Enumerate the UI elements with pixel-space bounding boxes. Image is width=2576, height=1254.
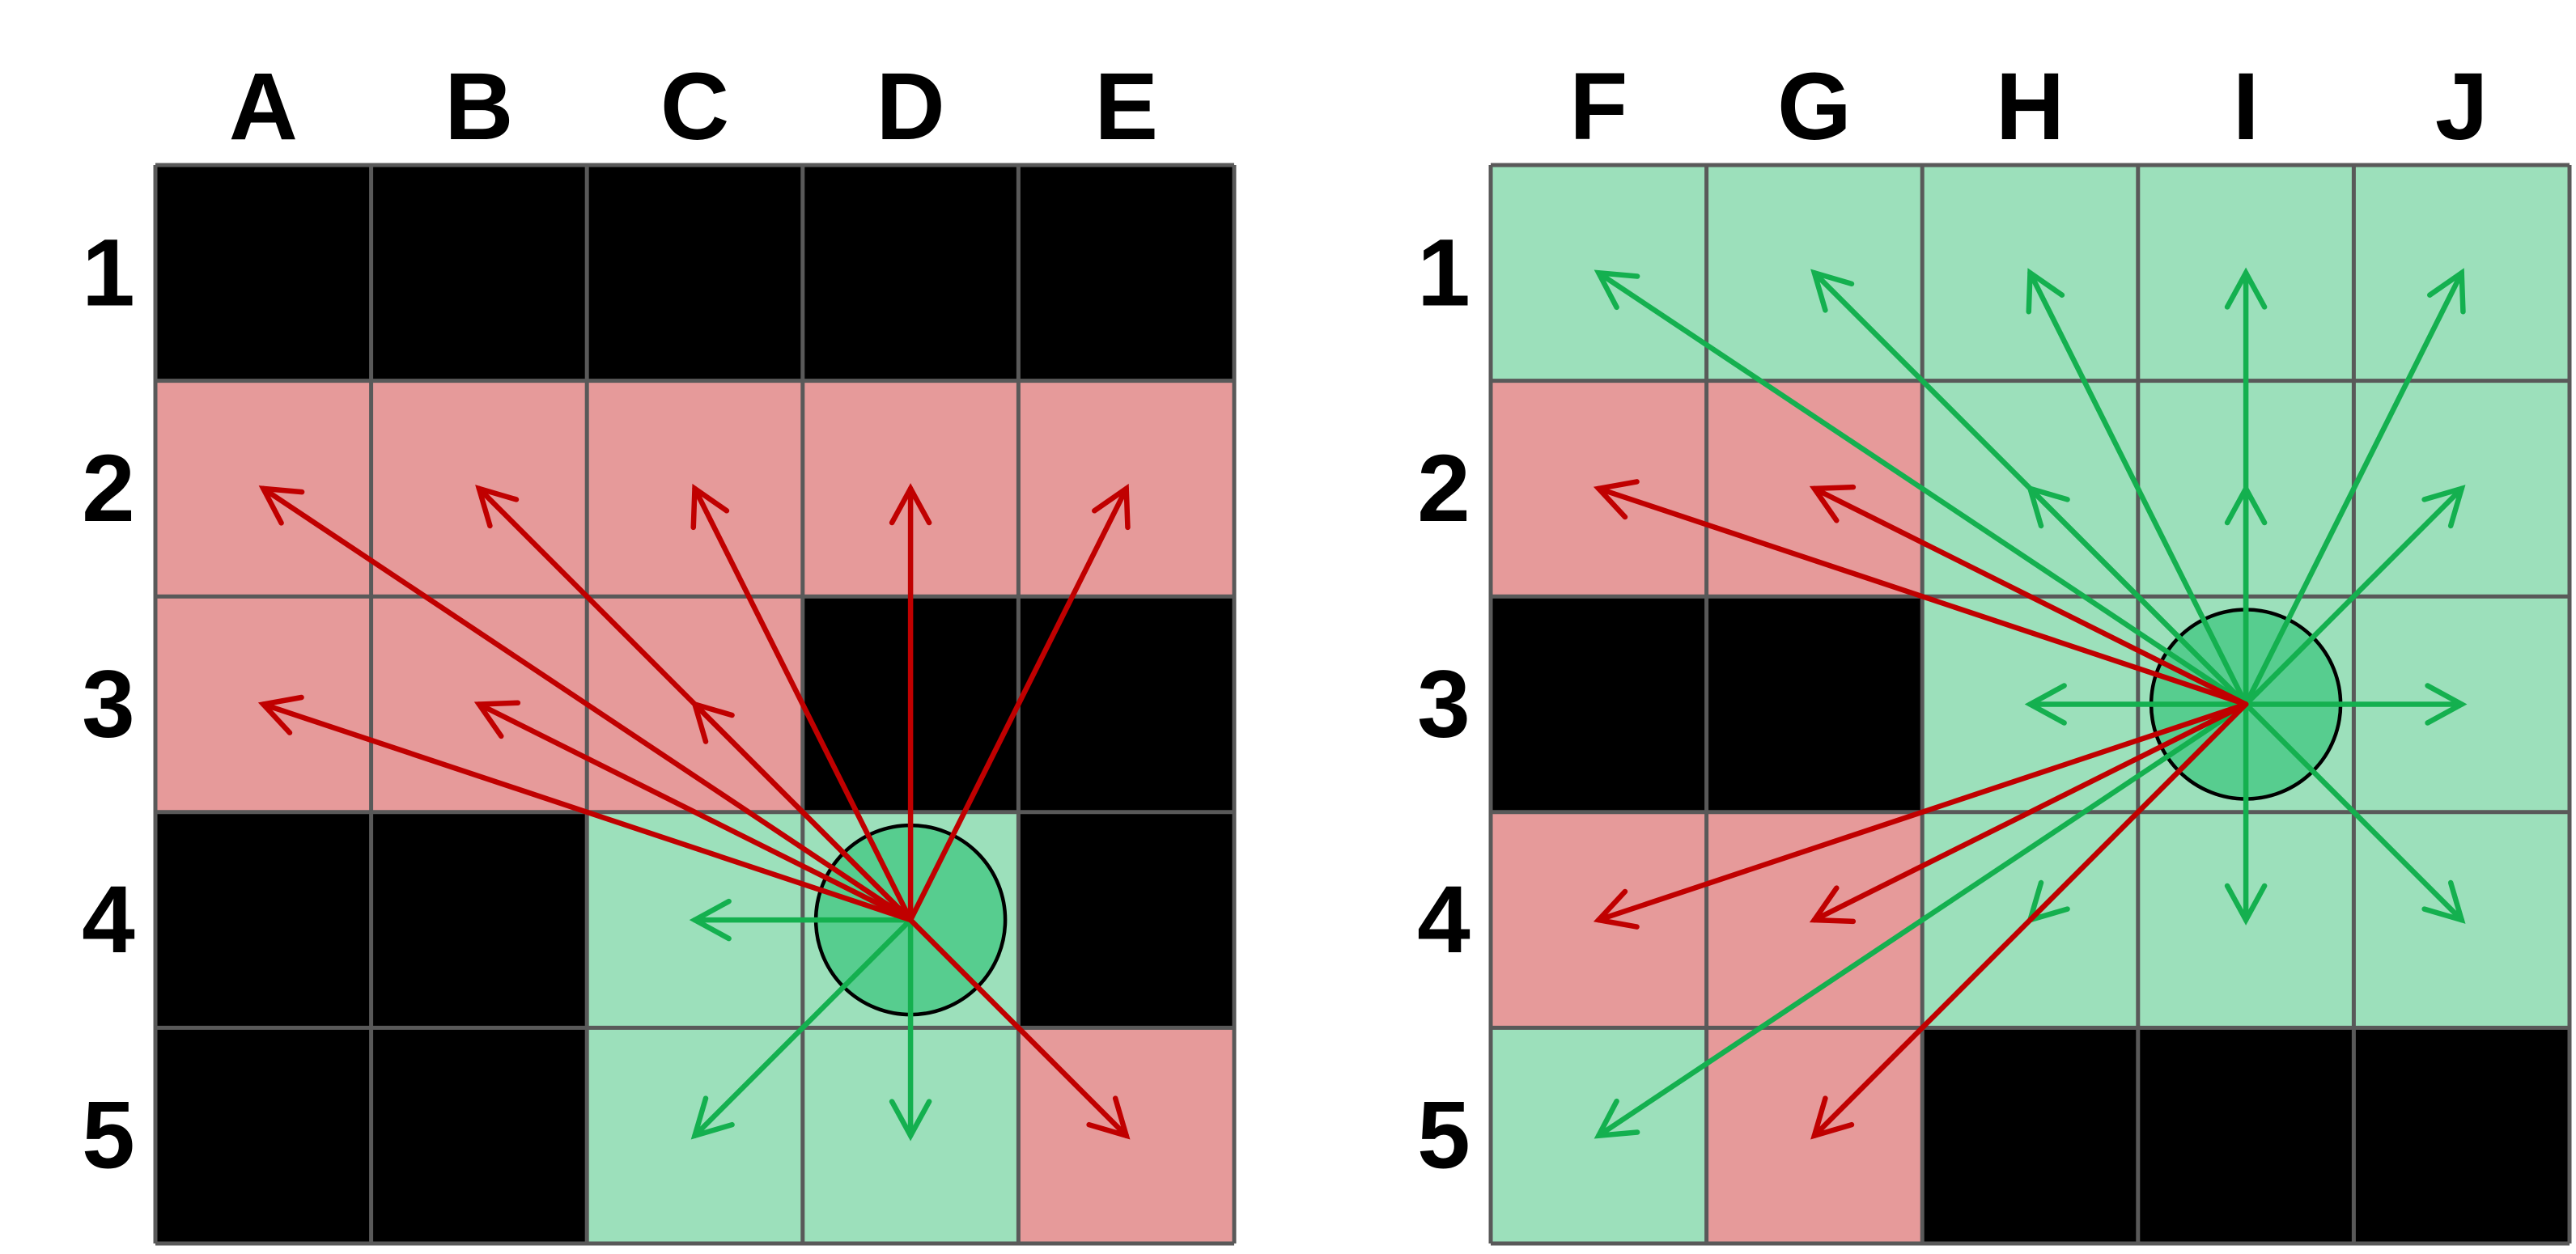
column-label-B: B bbox=[444, 53, 513, 160]
arrow-to-J1-valid bbox=[2243, 268, 2466, 707]
arrow-to-C5-valid bbox=[690, 917, 914, 1140]
row-label-3: 3 bbox=[82, 651, 135, 758]
cell-B1-blocked bbox=[371, 165, 588, 381]
left-grid: A B C D E 1 2 3 4 5 bbox=[82, 53, 1237, 1246]
column-label-D: D bbox=[876, 53, 944, 160]
cell-H5-blocked bbox=[1922, 1027, 2138, 1243]
row-label-5: 5 bbox=[82, 1082, 135, 1189]
cell-A1-blocked bbox=[155, 165, 371, 381]
cell-I5-blocked bbox=[2137, 1027, 2354, 1243]
right-grid: F G H I J 1 2 3 4 5 bbox=[1417, 53, 2572, 1246]
column-label-E: E bbox=[1094, 53, 1158, 160]
arrow-to-I2-valid bbox=[2224, 483, 2268, 707]
arrow-to-E5-invalid bbox=[907, 917, 1131, 1140]
arrow-to-C2-invalid bbox=[690, 483, 914, 923]
row-label-2: 2 bbox=[82, 435, 135, 542]
cell-D1-blocked bbox=[802, 165, 1019, 381]
arrow-to-G4-invalid bbox=[1809, 701, 2249, 925]
column-label-A: A bbox=[229, 53, 298, 160]
row-label-5: 5 bbox=[1417, 1082, 1470, 1189]
arrow-to-D5-valid bbox=[889, 917, 932, 1142]
arrow-to-I4-valid bbox=[2224, 701, 2268, 926]
cell-E3-blocked bbox=[1018, 596, 1234, 812]
row-label-1: 1 bbox=[1417, 219, 1470, 326]
arrow-to-G5-invalid bbox=[1810, 701, 2249, 1140]
arrow-to-F1-valid bbox=[1594, 269, 2249, 707]
arrow-to-H1-valid bbox=[2026, 268, 2249, 707]
column-label-C: C bbox=[660, 53, 729, 160]
cell-E4-blocked bbox=[1018, 811, 1234, 1028]
cell-B5-blocked bbox=[371, 1027, 588, 1243]
arrow-to-F5-valid bbox=[1594, 701, 2249, 1139]
column-label-J: J bbox=[2435, 53, 2489, 160]
arrow-to-B3-invalid bbox=[473, 700, 914, 923]
arrow-to-J4-valid bbox=[2243, 701, 2466, 924]
arrow-to-E2-invalid bbox=[907, 483, 1131, 923]
cell-G3-blocked bbox=[1706, 596, 1923, 812]
column-label-F: F bbox=[1569, 53, 1628, 160]
row-label-2: 2 bbox=[1417, 435, 1470, 542]
cell-E1-blocked bbox=[1018, 165, 1234, 381]
row-label-1: 1 bbox=[82, 219, 135, 326]
cell-B4-blocked bbox=[371, 811, 588, 1028]
cell-A4-blocked bbox=[155, 811, 371, 1028]
arrow-to-H2-valid bbox=[2026, 485, 2249, 707]
arrow-to-J3-valid bbox=[2243, 683, 2468, 726]
row-label-4: 4 bbox=[1417, 866, 1470, 973]
column-label-H: H bbox=[1996, 53, 2065, 160]
cell-A5-blocked bbox=[155, 1027, 371, 1243]
arrow-to-F2-invalid bbox=[1593, 479, 2249, 707]
arrow-to-A2-invalid bbox=[258, 485, 914, 923]
arrow-to-A3-invalid bbox=[257, 694, 914, 923]
arrow-to-J2-valid bbox=[2243, 485, 2466, 707]
cell-J5-blocked bbox=[2353, 1027, 2570, 1243]
row-label-4: 4 bbox=[82, 866, 135, 973]
arrow-to-F4-invalid bbox=[1593, 701, 2249, 930]
row-label-3: 3 bbox=[1417, 651, 1470, 758]
arrow-to-H3-valid bbox=[2024, 683, 2249, 726]
arrow-to-C4-valid bbox=[689, 898, 914, 942]
arrow-to-D2-invalid bbox=[889, 483, 932, 923]
cell-C1-blocked bbox=[587, 165, 803, 381]
arrow-to-C3-invalid bbox=[690, 700, 914, 923]
column-label-I: I bbox=[2233, 53, 2260, 160]
column-label-G: G bbox=[1777, 53, 1852, 160]
gridlines bbox=[153, 163, 1237, 1246]
cell-F3-blocked bbox=[1491, 596, 1707, 812]
arrow-to-G2-invalid bbox=[1809, 484, 2249, 707]
